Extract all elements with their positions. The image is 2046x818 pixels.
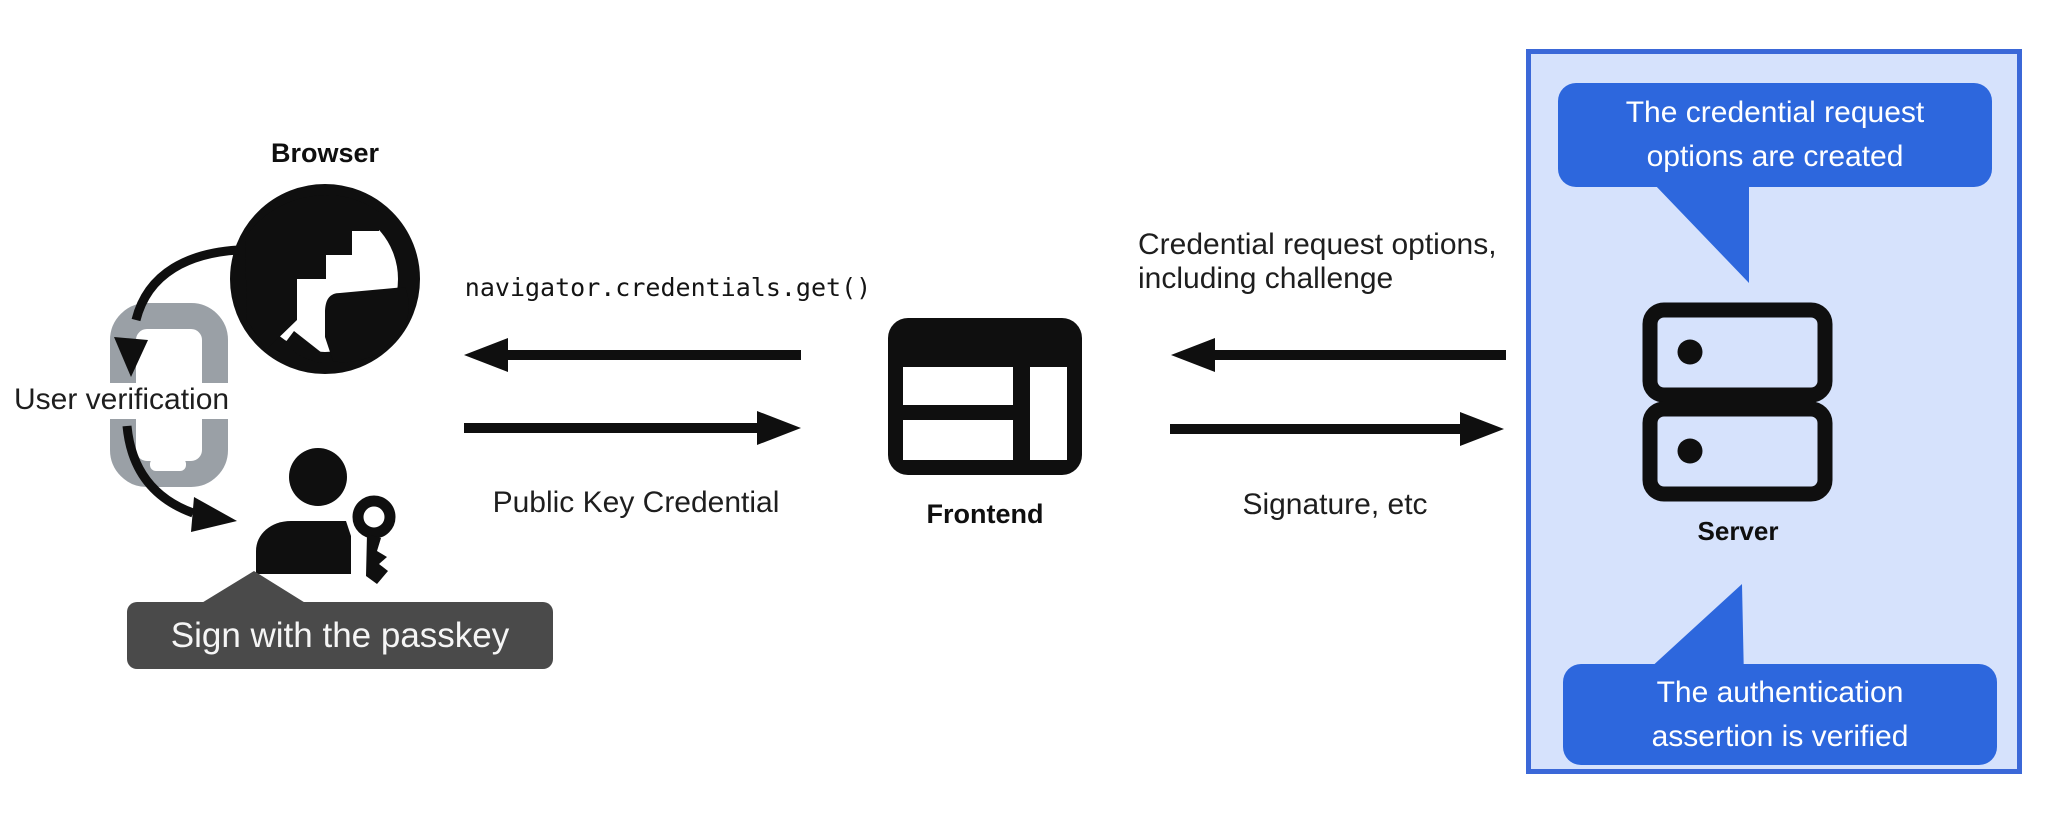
phone-to-user-curved-arrow — [122, 425, 237, 532]
sign-with-passkey-tooltip: Sign with the passkey — [127, 602, 553, 669]
sign-tooltip-pointer — [200, 571, 307, 604]
credential-request-created-bubble: The credential request options are creat… — [1558, 83, 1992, 187]
bubble-top-line2: options are created — [1646, 140, 1904, 173]
credential-request-options-label: Credential request options, including ch… — [1138, 228, 1497, 296]
credential-request-options-line2: including challenge — [1138, 262, 1394, 295]
authentication-verified-bubble: The authentication assertion is verified — [1563, 664, 1997, 765]
browser-label: Browser — [270, 138, 380, 168]
browser-to-phone-curved-arrow — [114, 245, 239, 377]
navigator-credentials-get-label: navigator.credentials.get() — [464, 273, 872, 302]
arrow-server-to-frontend — [1171, 338, 1506, 372]
server-rack-icon — [1642, 302, 1833, 502]
browser-window-icon — [888, 318, 1082, 475]
person-with-passkey-icon — [256, 448, 396, 584]
credential-request-options-line1: Credential request options, — [1138, 228, 1497, 261]
bubble-bottom-line2: assertion is verified — [1651, 719, 1909, 753]
bubble-bottom-tail — [1637, 584, 1744, 680]
server-label: Server — [1697, 516, 1779, 546]
arrow-frontend-to-browser — [464, 338, 801, 372]
sign-tooltip-label: Sign with the passkey — [170, 615, 510, 655]
bubble-bottom-line1: The authentication — [1656, 675, 1904, 709]
arrow-browser-to-frontend — [464, 411, 801, 445]
bubble-top-line1: The credential request — [1625, 96, 1925, 129]
user-verification-label: User verification — [14, 383, 236, 419]
bubble-top-tail — [1631, 160, 1749, 283]
globe-icon — [230, 184, 420, 374]
frontend-label: Frontend — [926, 499, 1044, 529]
public-key-credential-label: Public Key Credential — [492, 486, 780, 519]
signature-etc-label: Signature, etc — [1242, 488, 1428, 521]
arrow-frontend-to-server — [1170, 412, 1504, 446]
